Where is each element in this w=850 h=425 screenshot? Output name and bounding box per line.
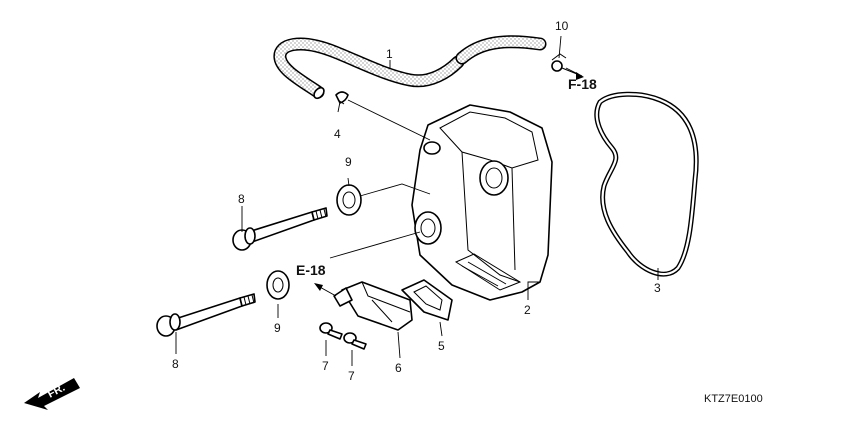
callout-4: 4 — [334, 127, 341, 141]
bolt-upper — [232, 207, 328, 251]
sealing-washer-lower — [266, 270, 290, 300]
reed-valve — [333, 281, 413, 331]
diagram-code: KTZ7E0100 — [704, 393, 763, 405]
screw-right — [343, 332, 367, 350]
e18-arrow-head — [314, 283, 323, 291]
sealing-washer-upper — [336, 184, 362, 216]
callout-3: 3 — [654, 281, 661, 295]
leader-lines — [175, 35, 659, 366]
head-cover-gasket — [594, 91, 699, 277]
bolt-lower — [156, 293, 256, 337]
callout-10: 10 — [555, 19, 569, 33]
callout-7-right: 7 — [348, 369, 355, 383]
screw-left — [319, 322, 343, 340]
callout-2: 2 — [524, 303, 531, 317]
callout-8-lower: 8 — [172, 357, 179, 371]
hose-clamp — [551, 53, 567, 72]
cylinder-head-cover — [411, 104, 553, 301]
callout-7-left: 7 — [322, 359, 329, 373]
front-direction-arrow: FR. — [24, 378, 80, 410]
callout-9-lower: 9 — [274, 321, 281, 335]
callout-8-upper: 8 — [238, 192, 245, 206]
callout-5: 5 — [438, 339, 445, 353]
f18-arrow-head — [576, 72, 584, 80]
reed-gasket — [401, 279, 453, 321]
reference-e18: E-18 — [296, 262, 326, 278]
callout-9-upper: 9 — [345, 155, 352, 169]
reference-f18: F-18 — [568, 76, 597, 92]
hose-clip — [335, 91, 349, 105]
callout-1: 1 — [386, 47, 393, 61]
callout-6: 6 — [395, 361, 402, 375]
breather-hose — [273, 35, 547, 100]
